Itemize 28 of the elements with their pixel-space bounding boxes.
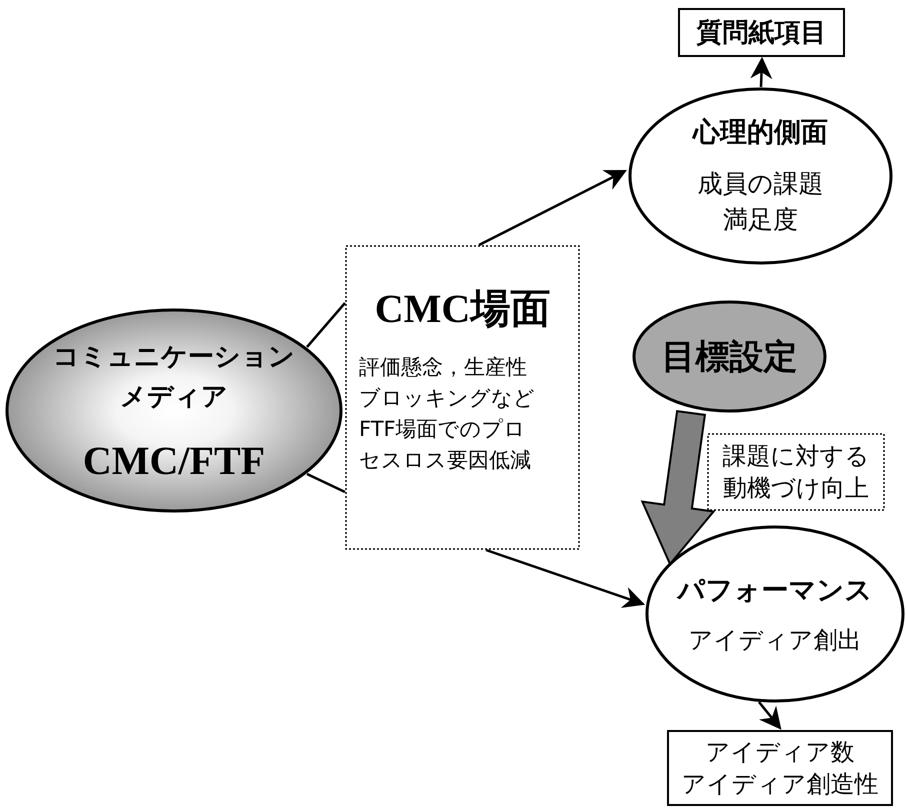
outcome-ellipse [645, 525, 905, 703]
arrow [750, 56, 772, 88]
arrow [486, 548, 646, 608]
title-text: 心理的側面 [693, 116, 828, 150]
label-text: 質問紙項目 [696, 17, 826, 50]
note-text: 課題に対する動機づけ向上 [722, 441, 870, 504]
note-box [707, 433, 885, 511]
label-text: アイディア数 [706, 737, 854, 768]
media-ellipse [5, 308, 343, 513]
arrow [478, 170, 627, 246]
block-arrow [640, 410, 716, 566]
title-text: CMC/FTF [82, 437, 266, 484]
body-text: アイディア創出 [688, 625, 862, 656]
connector-line [306, 472, 346, 494]
body-text: 評価懸念，生産性ブロッキングなどFTF場面でのプロセスロス要因低減 [359, 354, 536, 474]
connector-line [306, 302, 346, 348]
measure-box [678, 8, 845, 57]
goal-ellipse [632, 300, 827, 413]
measure-box [667, 730, 893, 806]
title-text: パフォーマンス [678, 574, 872, 608]
label-text: アイディア創造性 [682, 769, 878, 800]
arrow [758, 701, 782, 730]
body-text: 成員の課題満足度 [696, 168, 824, 236]
outcome-ellipse [628, 87, 893, 265]
title-text: CMC場面 [374, 285, 550, 333]
title-text: 目標設定 [662, 336, 798, 378]
scene-box [345, 245, 580, 550]
title-text: コミュニケーションメディア [52, 341, 296, 414]
